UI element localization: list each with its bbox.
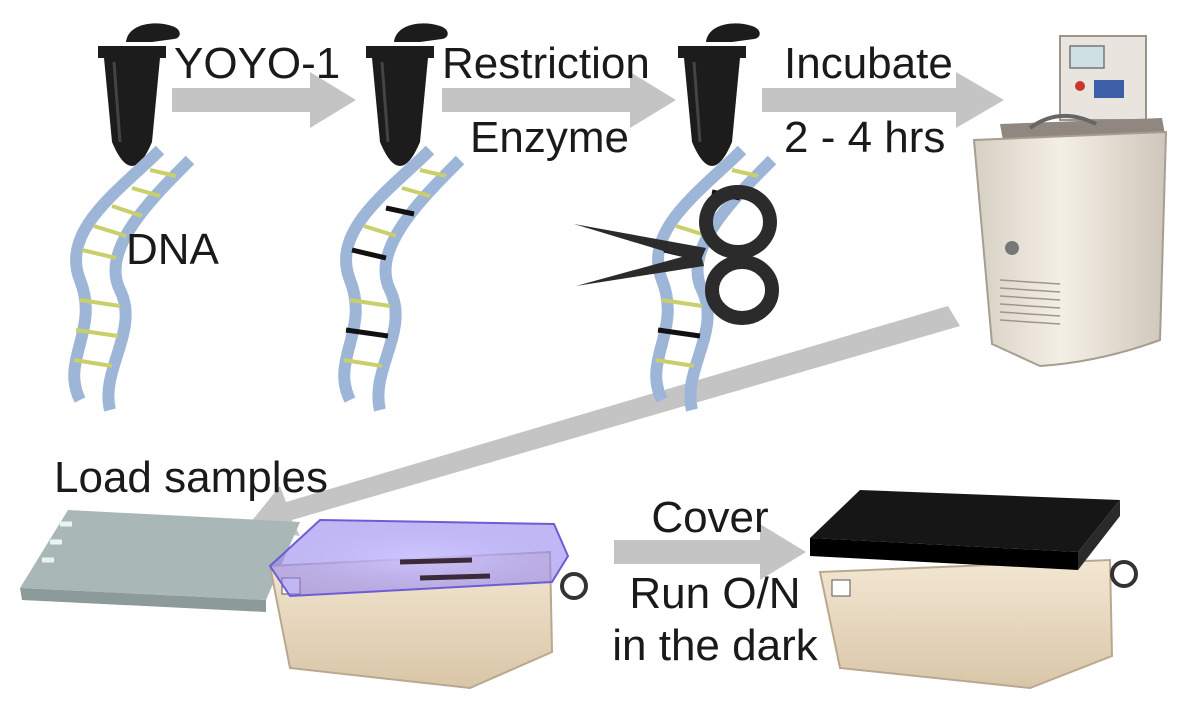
- incubator-icon: [974, 36, 1166, 366]
- gel-box-icon: [270, 520, 586, 688]
- label-duration: 2 - 4 hrs: [784, 116, 945, 160]
- tube-icon-dna: [98, 23, 180, 166]
- label-in-the-dark: in the dark: [590, 624, 840, 668]
- label-incubate: Incubate: [784, 42, 953, 86]
- label-yoyo: YOYO-1: [174, 42, 340, 86]
- dna-helix-icon-2: [344, 150, 460, 410]
- label-restriction: Restriction: [442, 42, 650, 86]
- label-load-samples: Load samples: [54, 456, 328, 500]
- tube-icon-enzyme: [678, 23, 760, 166]
- tube-icon-yoyo: [366, 23, 448, 166]
- label-run-overnight: Run O/N: [590, 572, 840, 616]
- sample-plate-icon: [20, 510, 300, 612]
- label-enzyme: Enzyme: [470, 116, 629, 160]
- label-cover: Cover: [630, 496, 790, 540]
- covered-gel-box-icon: [810, 490, 1136, 688]
- dna-helix-icon-1: [74, 150, 190, 410]
- label-dna: DNA: [126, 228, 219, 272]
